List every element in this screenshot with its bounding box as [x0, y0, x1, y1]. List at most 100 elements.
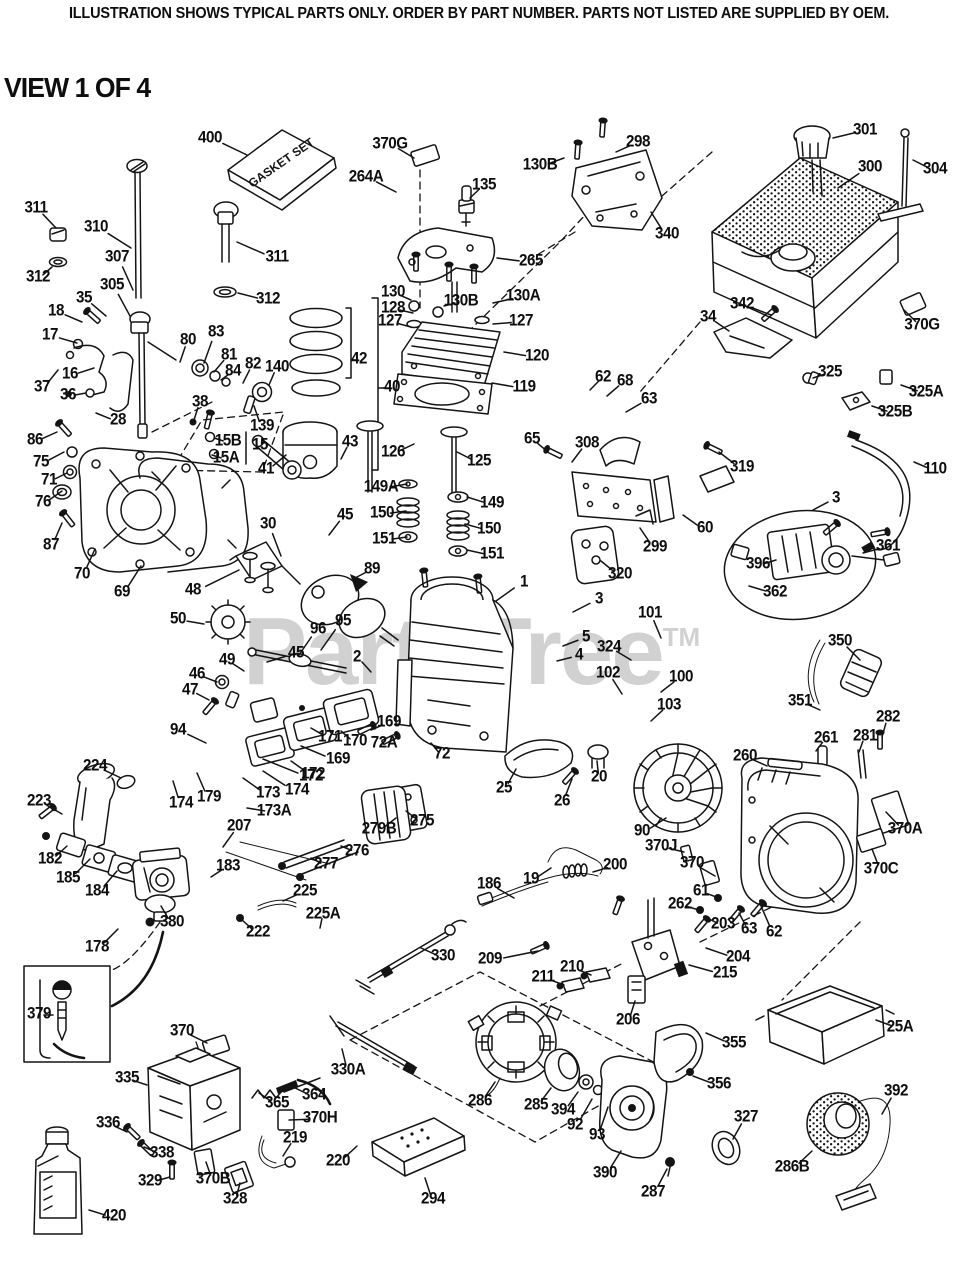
leader-356: [692, 1075, 711, 1084]
leader-370: [699, 866, 716, 877]
leader-5: [562, 639, 579, 647]
part-label-279B: 279B: [361, 819, 397, 838]
part-label-275: 275: [410, 811, 434, 830]
part-label-182: 182: [38, 849, 62, 868]
part-label-15: 15: [252, 435, 268, 454]
oil-tray: [755, 985, 895, 1065]
part-label-17: 17: [42, 325, 58, 344]
leader-169: [300, 745, 326, 757]
part-label-149A: 149A: [363, 477, 399, 496]
part-label-37: 37: [34, 377, 50, 396]
leader-324: [615, 650, 632, 661]
leader-319: [718, 451, 735, 465]
part-label-215: 215: [713, 963, 737, 982]
part-label-380: 380: [160, 912, 184, 931]
part-label-3: 3: [832, 488, 840, 507]
cover-seals-screws: [52, 416, 78, 530]
part-label-16: 16: [62, 364, 78, 383]
leader-169: [370, 724, 384, 731]
leader-287: [657, 1168, 668, 1188]
leader-206: [629, 1000, 636, 1017]
leader-127: [492, 321, 512, 325]
leader-174: [262, 770, 286, 787]
leader-225A: [319, 917, 323, 929]
leader-30: [271, 532, 282, 557]
part-label-300: 300: [858, 157, 882, 176]
leader-261: [815, 741, 824, 752]
part-label-47: 47: [182, 680, 198, 699]
part-label-72A: 72A: [370, 733, 398, 752]
leader-310: [107, 232, 132, 249]
part-label-223: 223: [27, 791, 51, 810]
part-label-340: 340: [655, 224, 679, 243]
part-label-82: 82: [245, 354, 261, 373]
leader-362: [748, 585, 767, 592]
leader-95: [320, 629, 337, 651]
part-label-4: 4: [575, 645, 583, 664]
leader-63: [625, 402, 642, 413]
leader-102: [612, 678, 623, 695]
leader-370J: [668, 847, 685, 853]
leader-151: [391, 536, 408, 540]
cylinder-head: [401, 321, 501, 387]
watermark-tm: TM: [662, 622, 701, 652]
part-label-174: 174: [169, 793, 193, 812]
part-label-169: 169: [326, 749, 350, 768]
part-label-312: 312: [26, 267, 50, 286]
leader-76: [48, 490, 63, 501]
part-label-379: 379: [27, 1004, 51, 1023]
leader-34: [714, 320, 730, 332]
leader-308: [571, 448, 583, 463]
part-label-370: 370: [680, 853, 704, 872]
leader-50: [186, 620, 205, 625]
part-label-370G: 370G: [904, 315, 940, 334]
crank-gear: [205, 599, 251, 645]
leader-4: [556, 656, 573, 662]
leader-222: [240, 918, 253, 930]
part-label-210: 210: [560, 957, 584, 976]
leader-92: [580, 1098, 593, 1120]
leader-3: [812, 501, 829, 511]
leader-127: [396, 322, 412, 328]
part-label-265: 265: [519, 251, 543, 270]
part-label-356: 356: [707, 1074, 731, 1093]
part-label-207: 207: [227, 816, 251, 835]
part-label-150: 150: [370, 503, 394, 522]
leader-71: [54, 472, 68, 480]
part-label-203: 203: [711, 914, 735, 933]
leader-279B: [384, 817, 397, 828]
leader-355: [705, 1032, 725, 1042]
leader-110: [913, 461, 929, 469]
part-label-219: 219: [283, 1128, 307, 1147]
rod-330A: [329, 1015, 418, 1076]
leader-204: [705, 947, 728, 956]
connecting-rod: [204, 431, 302, 480]
part-label-327: 327: [734, 1107, 758, 1126]
part-label-34: 34: [700, 307, 716, 326]
leader-81: [213, 359, 225, 373]
leader-68: [606, 385, 620, 397]
leader-62: [589, 380, 600, 391]
part-label-140: 140: [265, 357, 289, 376]
leader-325A: [900, 384, 918, 392]
part-label-36: 36: [60, 385, 76, 404]
leader-28: [95, 412, 112, 420]
part-label-370B: 370B: [195, 1169, 231, 1188]
part-label-209: 209: [478, 949, 502, 968]
part-label-173A: 173A: [256, 801, 292, 820]
leader-38: [193, 407, 199, 421]
part-label-184: 184: [85, 881, 109, 900]
leader-96: [298, 636, 313, 656]
part-label-95: 95: [335, 611, 351, 630]
part-label-48: 48: [185, 580, 201, 599]
part-label-100: 100: [669, 667, 693, 686]
part-label-3: 3: [595, 589, 603, 608]
oil-fill-plug-right: [213, 201, 239, 298]
part-label-119: 119: [512, 377, 536, 396]
part-label-172: 172: [301, 764, 325, 783]
part-label-311: 311: [265, 247, 289, 266]
leader-185: [74, 858, 91, 875]
wire-harness-330: [355, 919, 467, 995]
leader-86: [41, 431, 58, 440]
